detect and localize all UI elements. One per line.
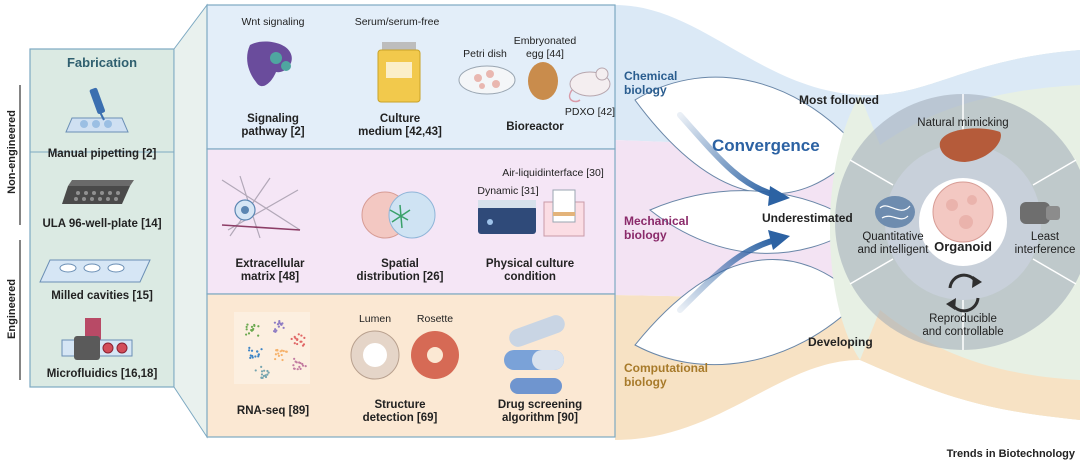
fabrication-connector [173,3,208,439]
ecm-label-2: matrix [48] [240,271,300,283]
petri-dish-icon [458,65,516,95]
petri-label: Petri dish [463,48,507,60]
microfluidics-icon [61,318,133,360]
dynamic-label: Dynamic [31] [477,185,539,197]
fabrication-item-manual-pipetting: Manual pipetting [2] [47,148,157,160]
natural-mimicking-label: Natural mimicking [917,117,1009,129]
milled-cavities-icon [39,259,151,283]
mouse-icon [568,67,611,103]
least-interference-label-1: Least [1030,231,1060,243]
non-engineered-label: Non-engineered [6,110,18,194]
fabrication-item-ula-plate: ULA 96-well-plate [14] [42,218,162,230]
ecm-label-1: Extracellular [235,258,305,270]
pipette-icon [65,87,129,133]
convergence-arrow-bottom [677,237,778,313]
fabrication-title: Fabrication [66,55,138,70]
organoid-icon [932,181,994,243]
underestimated-label: Underestimated [762,211,853,225]
wnt-signaling-icon [247,41,292,87]
quantitative-label-1: Quantitative [862,231,924,243]
culture-medium-1: Culture [379,113,421,125]
quantitative-label-2: and intelligent [857,244,929,256]
computational-biology-1: Computational [624,361,708,375]
mechanical-biology-2: biology [624,228,667,242]
convergence-arrow-top [677,112,778,198]
physical-label-1: Physical culture [485,258,575,270]
air-liquid-interface-icon [543,189,585,237]
egg-label-2: egg [44] [526,48,564,60]
capsules-icon [504,315,565,394]
physical-label-2: condition [504,271,556,283]
signaling-pathway-1: Signaling [247,113,299,125]
spatial-label-2: distribution [26] [356,271,444,283]
signaling-pathway-2: pathway [2] [241,126,305,138]
lumen-label: Lumen [358,313,392,325]
egg-label-1: Embryonated [513,35,577,47]
structure-label-2: detection [69] [362,412,438,424]
journal-credit: Trends in Biotechnology [946,448,1075,460]
brain-icon [875,196,915,228]
developing-label: Developing [808,335,873,349]
serum-label: Serum/serum-free [354,16,440,28]
chemical-biology-2: biology [624,83,667,97]
rnaseq-label: RNA-seq [89] [236,405,310,417]
chemical-biology-1: Chemical [624,69,678,83]
liver-icon [939,128,1001,162]
structure-label-1: Structure [374,399,426,411]
lumen-icon [350,330,400,380]
air-liquid-label: Air-liquidinterface [30] [502,167,604,179]
wnt-label: Wnt signaling [241,16,305,28]
engineered-label: Engineered [6,279,18,339]
spatial-label-1: Spatial [381,258,419,270]
extracellular-matrix-icon [221,175,301,239]
least-interference-label-2: interference [1014,244,1076,256]
organoid-label: Organoid [934,239,992,254]
drug-label-2: algorithm [90] [501,412,579,424]
drug-label-1: Drug screening [497,399,583,411]
computational-biology-2: biology [624,375,667,389]
mechanical-biology-1: Mechanical [624,214,689,228]
spatial-distribution-icon [361,191,436,239]
fabrication-item-microfluidics: Microfluidics [16,18] [46,368,158,380]
well-plate-icon [62,180,134,204]
bioreactor-label: Bioreactor [506,121,564,133]
fabrication-item-milled-cavities: Milled cavities [15] [51,290,153,302]
fist-icon [1020,202,1060,224]
rna-seq-plot-icon [234,312,310,384]
egg-icon [528,62,558,100]
rosette-icon [411,331,459,379]
culture-medium-2: medium [42,43] [358,126,442,138]
reproducible-label-1: Reproducible [929,313,997,325]
pdxo-label: PDXO [42] [564,106,616,118]
reproducible-label-2: and controllable [922,326,1004,338]
convergence-label: Convergence [712,136,820,155]
rosette-label: Rosette [416,313,454,325]
most-followed-label: Most followed [799,93,879,107]
culture-medium-icon [377,42,421,103]
dynamic-shaker-icon [478,200,536,234]
